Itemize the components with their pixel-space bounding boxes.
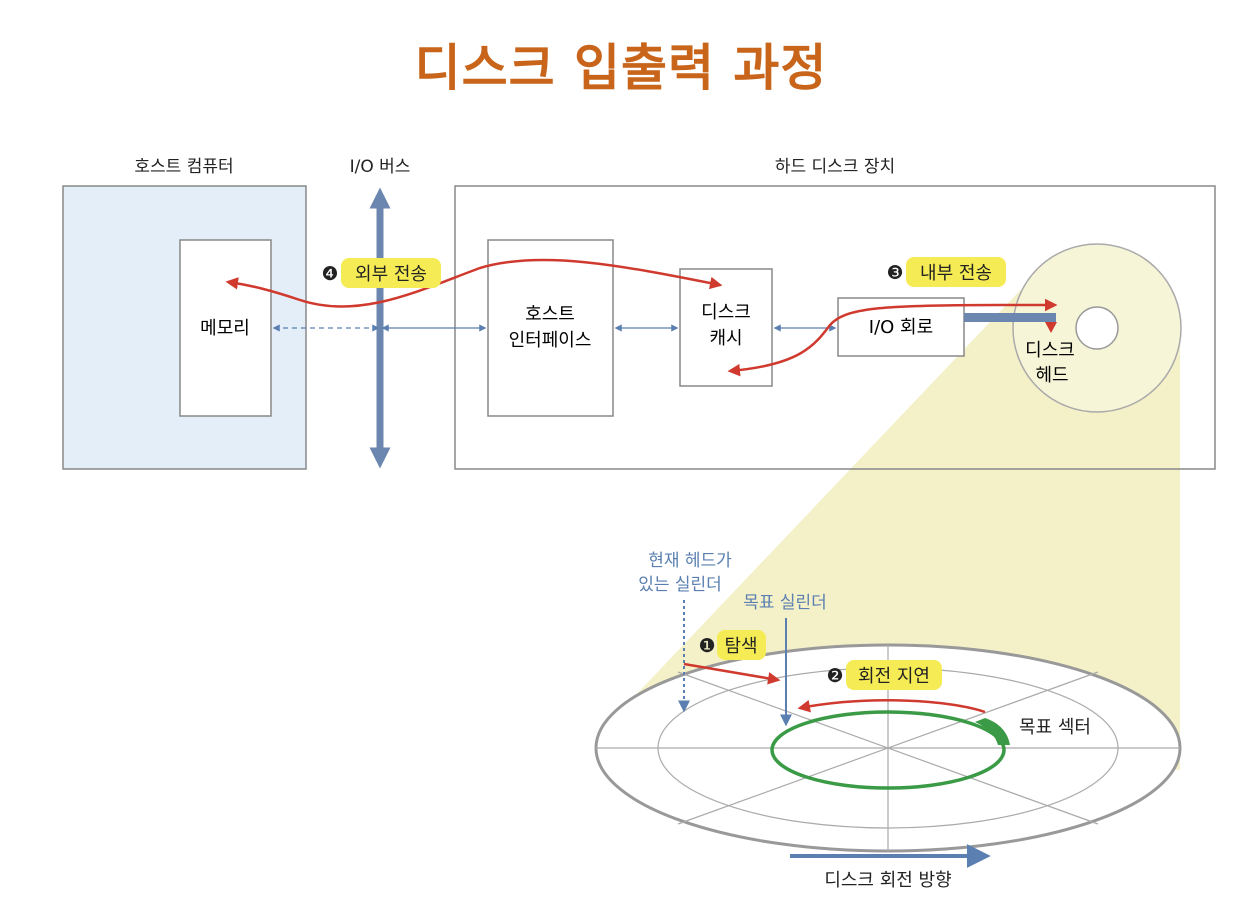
hdd-device-label: 하드 디스크 장치 xyxy=(775,157,895,177)
step2-number: ❷ xyxy=(826,665,843,687)
host-interface-box xyxy=(487,239,614,417)
step2-badge: ❷ 회전 지연 xyxy=(826,660,942,690)
step4-number: ❹ xyxy=(321,263,338,285)
step3-label: 내부 전송 xyxy=(920,263,992,284)
target-sector-mark xyxy=(975,718,1010,745)
step1-number: ❶ xyxy=(698,635,715,657)
target-cylinder-label: 목표 실린더 xyxy=(743,593,827,613)
platter-view xyxy=(594,643,1182,853)
page-title: 디스크 입출력 과정 xyxy=(414,39,828,97)
memory-label: 메모리 xyxy=(200,318,250,339)
target-sector-label: 목표 섹터 xyxy=(1019,717,1091,738)
io-circuit-label: I/O 회로 xyxy=(869,317,933,338)
host-interface-label-2: 인터페이스 xyxy=(509,330,592,351)
step3-number: ❸ xyxy=(886,262,903,284)
step3-badge: ❸ 내부 전송 xyxy=(886,257,1006,287)
seek-arrow xyxy=(683,662,781,685)
memory-box xyxy=(179,239,272,417)
disk-head-label-1: 디스크 xyxy=(1025,340,1075,361)
host-computer-label: 호스트 컴퓨터 xyxy=(134,157,233,177)
disk-spindle xyxy=(1075,306,1119,350)
io-bus-label: I/O 버스 xyxy=(350,157,411,177)
step1-label: 탐색 xyxy=(724,636,757,657)
disk-head-label-2: 헤드 xyxy=(1035,365,1068,386)
step1-badge: ❶ 탐색 xyxy=(698,630,766,660)
rotation-direction-label: 디스크 회전 방향 xyxy=(824,870,951,891)
current-cylinder-label-2: 있는 실린더 xyxy=(638,575,722,595)
disk-cache-label-2: 캐시 xyxy=(709,328,742,349)
step4-label: 외부 전송 xyxy=(355,264,427,285)
internal-transfer-path xyxy=(727,298,1058,377)
current-cylinder-label-1: 현재 헤드가 xyxy=(648,551,732,571)
rotation-latency-arrow xyxy=(797,699,986,714)
disk-head-arm xyxy=(964,313,1056,322)
target-track xyxy=(770,710,1006,790)
host-interface-label-1: 호스트 xyxy=(525,304,575,325)
step4-badge: ❹ 외부 전송 xyxy=(321,258,441,288)
disk-cache-label-1: 디스크 xyxy=(701,302,751,323)
step2-label: 회전 지연 xyxy=(858,666,930,687)
